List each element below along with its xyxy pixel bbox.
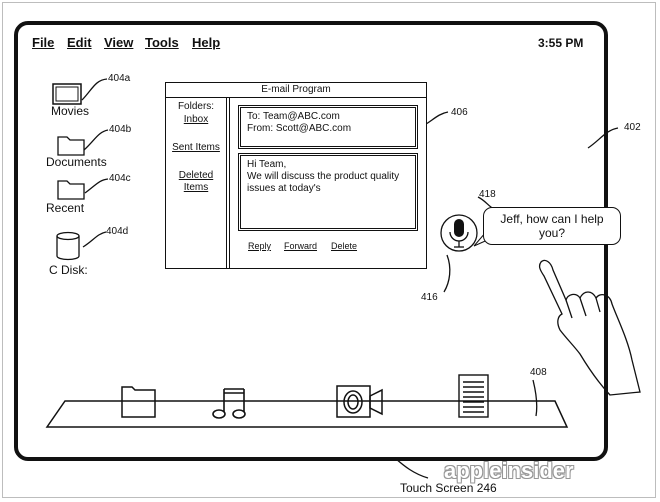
icon-label-recent: Recent	[46, 201, 85, 215]
email-body-line: We will discuss the product quality	[247, 171, 400, 182]
folders-label: Folders:	[177, 101, 215, 112]
ref-404a: 404a	[108, 73, 131, 84]
menu-view[interactable]: View	[104, 35, 134, 50]
email-from: From: Scott@ABC.com	[247, 123, 352, 134]
ref-404c: 404c	[109, 173, 131, 184]
menu-file[interactable]: File	[32, 35, 55, 50]
icon-label-c-disk: C Disk:	[49, 263, 88, 277]
email-body-line: issues at today's	[247, 183, 321, 194]
hand-icon	[538, 259, 641, 396]
folder-icon[interactable]	[57, 136, 85, 156]
assistant-bubble-line: you?	[538, 226, 566, 240]
delete-button[interactable]: Delete	[331, 241, 358, 251]
folder-icon[interactable]	[121, 386, 156, 418]
folder-inbox[interactable]: Inbox	[183, 114, 209, 125]
forward-button[interactable]: Forward	[284, 241, 318, 251]
ref-418: 418	[479, 189, 496, 200]
email-header: To: Team@ABC.com From: Scott@ABC.com	[238, 105, 418, 149]
menu-tools[interactable]: Tools	[145, 35, 179, 50]
ref-406: 406	[451, 107, 468, 118]
music-icon[interactable]	[212, 388, 246, 419]
dock-bar	[45, 400, 569, 428]
ref-404b: 404b	[109, 124, 132, 135]
menu-help[interactable]: Help	[192, 35, 221, 50]
document-icon[interactable]	[458, 374, 489, 418]
microphone-icon[interactable]	[440, 214, 478, 252]
email-to: To: Team@ABC.com	[247, 111, 340, 122]
outer-frame	[2, 2, 656, 498]
icon-label-documents: Documents	[46, 155, 107, 169]
ref-416: 416	[421, 292, 438, 303]
email-body-line: Hi Team,	[247, 159, 287, 170]
ref-402: 402	[624, 122, 641, 133]
icon-label-movies: Movies	[51, 104, 90, 118]
menu-edit[interactable]: Edit	[67, 35, 92, 50]
figure-caption: Touch Screen 246	[400, 481, 497, 495]
watermark: appleinsider	[444, 458, 574, 483]
reply-button[interactable]: Reply	[248, 241, 272, 251]
disk-icon[interactable]	[56, 231, 80, 261]
folder-deleted[interactable]: Deleted	[178, 170, 214, 181]
folder-deleted-items[interactable]: Items	[183, 182, 209, 193]
folder-sent-items[interactable]: Sent Items	[172, 142, 220, 153]
email-window[interactable]: E-mail Program Folders: Inbox Sent Items…	[165, 82, 427, 269]
assistant-bubble: Jeff, how can I help you?	[483, 207, 621, 245]
camera-icon[interactable]	[336, 385, 383, 418]
assistant-bubble-line: Jeff, how can I help	[500, 212, 604, 226]
email-window-title: E-mail Program	[166, 83, 426, 98]
folder-icon[interactable]	[57, 180, 85, 200]
ref-404d: 404d	[106, 226, 129, 237]
folders-pane: Folders: Inbox Sent Items Deleted Items	[166, 97, 230, 268]
ref-408: 408	[530, 367, 547, 378]
monitor-icon[interactable]	[52, 83, 82, 105]
email-body[interactable]: Hi Team, We will discuss the product qua…	[238, 153, 418, 231]
clock: 3:55 PM	[538, 36, 584, 50]
